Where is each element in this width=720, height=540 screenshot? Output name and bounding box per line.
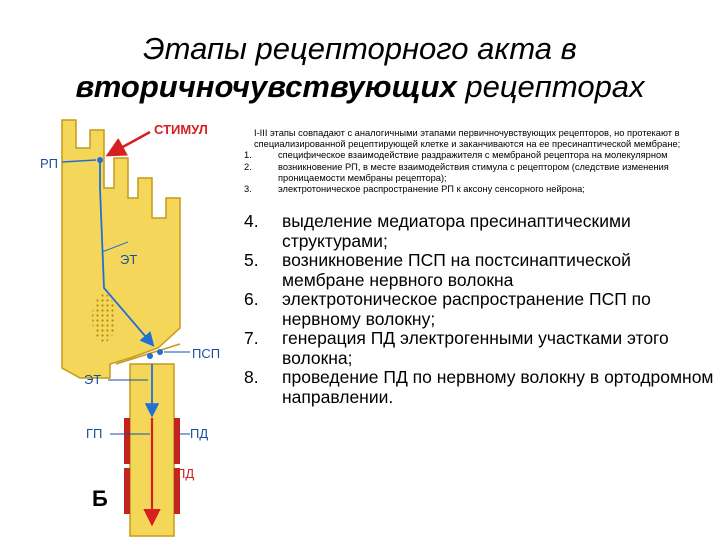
rp-site-dot <box>97 157 103 163</box>
label-et-1: ЭТ <box>120 252 137 267</box>
vesicle-cluster <box>92 294 116 342</box>
stage-text: выделение медиатора пресинаптическими ст… <box>282 211 631 251</box>
receptor-figure: СТИМУЛ РП ЭТ ПСП ЭТ ГП ПД ПД Б <box>40 119 220 537</box>
small-list-item: 3. электротоническое распространение РП … <box>244 184 714 195</box>
stage-number: 4. <box>244 211 259 231</box>
stage-number: 6. <box>244 289 259 309</box>
myelin-right <box>174 418 180 464</box>
myelin-left <box>124 418 130 464</box>
small-item-text: возникновение РП, в месте взаимодействия… <box>278 161 669 183</box>
et-conduction-arrow <box>99 162 155 347</box>
stage-item: 8. проведение ПД по нервному волокну в о… <box>244 367 714 407</box>
label-et-2: ЭТ <box>84 372 101 387</box>
title-rest: рецепторах <box>456 69 645 104</box>
stage-number: 8. <box>244 367 259 387</box>
title-bold-word: вторичночувствующих <box>75 69 457 104</box>
stage-text: электротоническое распространение ПСП по… <box>282 289 651 329</box>
small-item-number: 2. <box>244 161 252 172</box>
stage-item: 4. выделение медиатора пресинаптическими… <box>244 211 714 251</box>
psp-dot-1 <box>147 353 153 359</box>
receptor-cell <box>61 119 181 379</box>
et-pointer <box>101 241 129 253</box>
title-line-2: вторичночувствующих рецепторах <box>0 68 720 106</box>
stage-item: 7. генерация ПД электрогенными участками… <box>244 328 714 368</box>
small-text-block: I-III этапы совпадают с аналогичными эта… <box>244 128 714 195</box>
intro-paragraph: I-III этапы совпадают с аналогичными эта… <box>254 128 681 150</box>
slide-title: Этапы рецепторного акта в вторичночувств… <box>0 30 720 106</box>
stage-text: возникновение ПСП на постсинаптической м… <box>282 250 631 290</box>
label-gp: ГП <box>86 426 102 441</box>
stage-text: генерация ПД электрогенными участками эт… <box>282 328 669 368</box>
stage-number: 7. <box>244 328 259 348</box>
label-letter-b: Б <box>92 486 108 511</box>
small-item-number: 3. <box>244 184 252 195</box>
stage-item: 6. электротоническое распространение ПСП… <box>244 289 714 329</box>
label-pd-2: ПД <box>176 466 194 481</box>
small-item-text: специфическое взаимодействие раздражител… <box>278 150 668 161</box>
myelin-left-2 <box>124 468 130 514</box>
stimulus-arrow <box>105 130 151 157</box>
psp-dot-2 <box>157 349 163 355</box>
title-line-1: Этапы рецепторного акта в <box>143 31 577 66</box>
stage-item: 5. возникновение ПСП на постсинаптическо… <box>244 250 714 290</box>
label-rp: РП <box>40 156 58 171</box>
stages-list: 4. выделение медиатора пресинаптическими… <box>244 211 714 407</box>
stage-text: проведение ПД по нервному волокну в орто… <box>282 367 714 407</box>
myelin-right-2 <box>174 468 180 514</box>
small-list-item: 1. специфическое взаимодействие раздражи… <box>244 150 714 161</box>
small-item-text: электротоническое распространение РП к а… <box>278 184 585 195</box>
label-stimulus: СТИМУЛ <box>154 122 208 137</box>
label-pd-1: ПД <box>190 426 208 441</box>
stage-number: 5. <box>244 250 259 270</box>
small-list-item: 2. возникновение РП, в месте взаимодейст… <box>244 162 714 184</box>
small-item-number: 1. <box>244 150 252 161</box>
rp-pointer <box>61 159 97 163</box>
label-psp: ПСП <box>192 346 220 361</box>
